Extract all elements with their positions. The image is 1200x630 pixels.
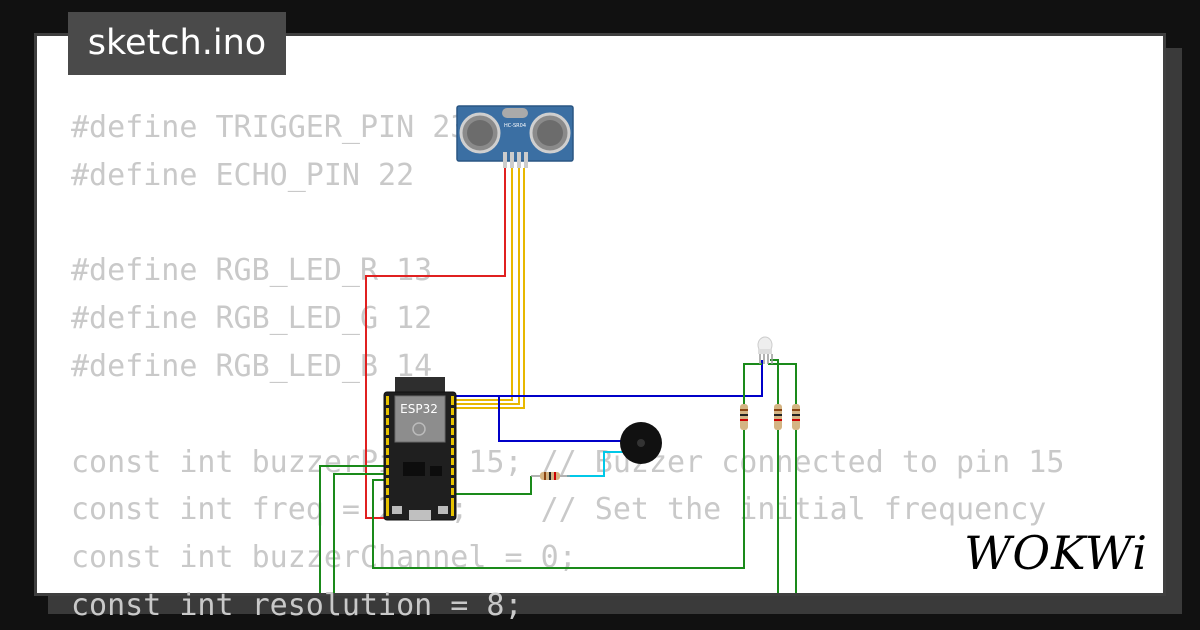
wire-green	[372, 430, 745, 569]
code-line: #define TRIGGER_PIN 23	[71, 110, 469, 145]
resistor[interactable]	[531, 472, 570, 480]
code-line: const int buzzerChannel = 0;	[71, 540, 577, 576]
wire-yellow	[456, 168, 520, 405]
code-line: #define RGB_LED_B 14	[71, 348, 433, 384]
wire-yellow	[456, 168, 513, 401]
wokwi-logo: WOKWi	[964, 526, 1148, 580]
wire-green	[319, 465, 390, 593]
wires	[319, 168, 797, 593]
code-line: #define RGB_LED_G 12	[71, 301, 433, 337]
wire-green	[333, 473, 390, 593]
rgb-led[interactable]	[757, 336, 773, 364]
code-background: #define TRIGGER_PIN 23 #define ECHO_PIN 2…	[71, 104, 1064, 630]
wire-green	[768, 363, 797, 404]
code-line: #define ECHO_PIN 22	[71, 157, 415, 193]
resistor[interactable]	[792, 404, 800, 430]
wire-yellow	[456, 168, 525, 409]
wire-green	[770, 359, 779, 404]
project-preview-card[interactable]: #define TRIGGER_PIN 23 #define ECHO_PIN 2…	[34, 33, 1166, 623]
ultrasonic-sensor[interactable]: HC-SR04	[456, 105, 574, 168]
filename-tab[interactable]: sketch.ino	[68, 12, 286, 75]
esp32-board[interactable]: ESP32	[383, 377, 457, 521]
buzzer[interactable]	[620, 422, 662, 464]
wire-blue	[498, 396, 625, 442]
wire-blue	[456, 360, 763, 397]
wire-green	[743, 363, 762, 404]
resistor[interactable]	[774, 404, 782, 430]
wire-green	[456, 476, 532, 495]
code-line: const int resolution = 8;	[71, 587, 523, 623]
wire-cyan	[567, 451, 628, 477]
sensor-label: HC-SR04	[504, 123, 526, 129]
resistor[interactable]	[740, 404, 748, 430]
code-line: #define RGB_LED_R 13	[71, 253, 433, 289]
board-label: ESP32	[400, 402, 438, 416]
